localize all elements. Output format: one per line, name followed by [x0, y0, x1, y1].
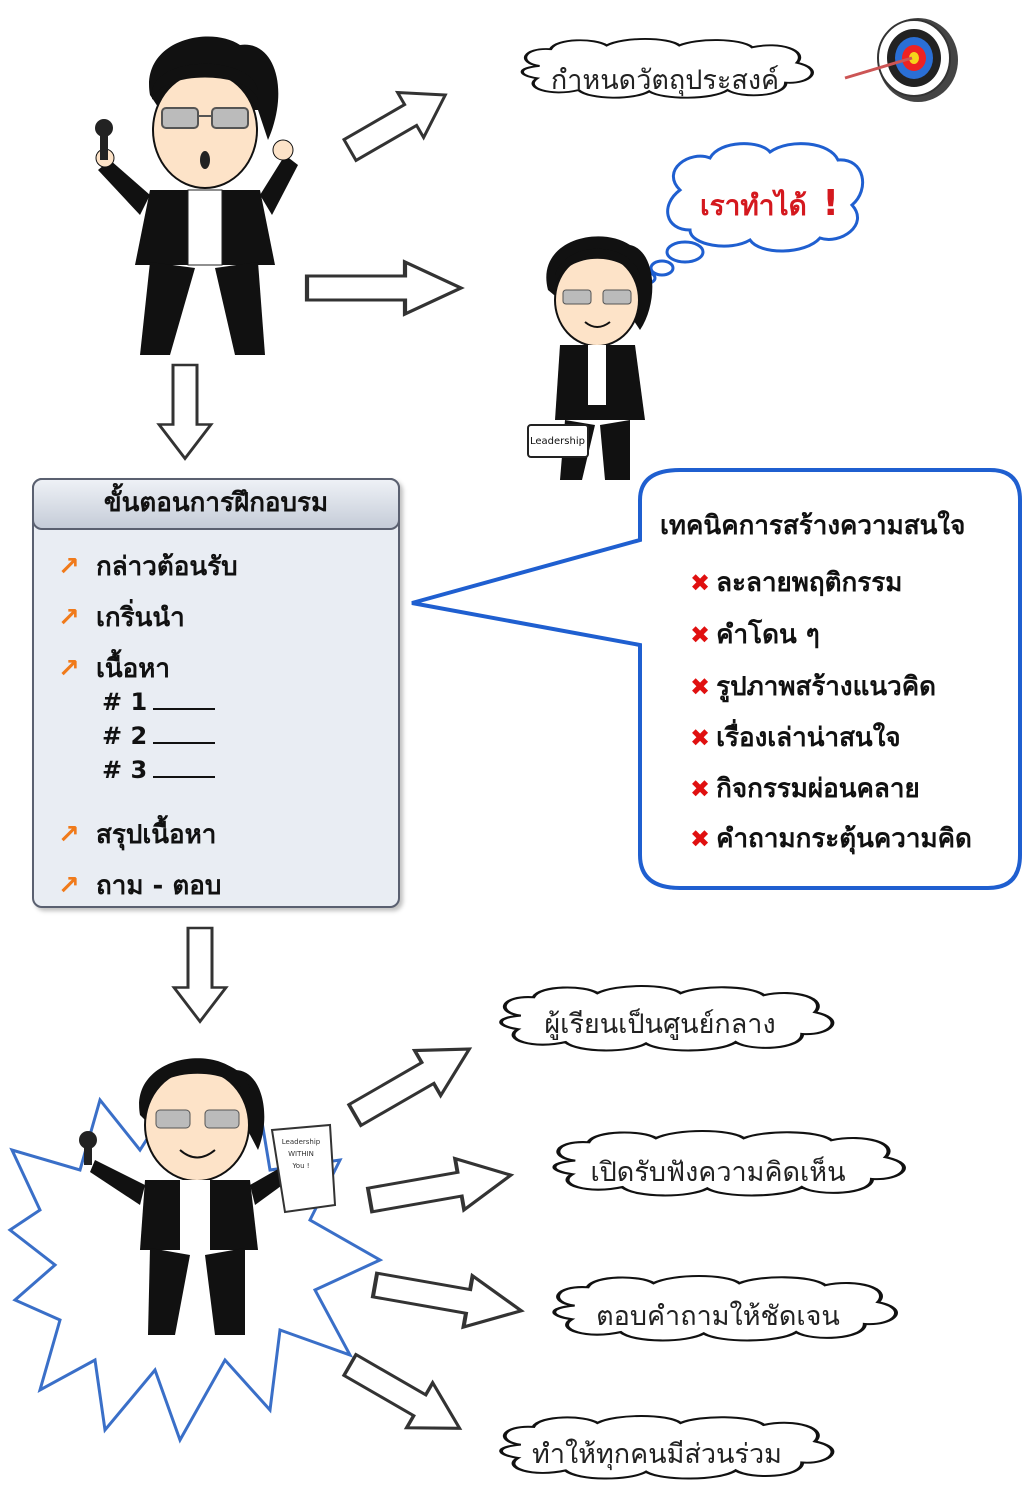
thought-text: เราทำได้ ! — [700, 183, 839, 228]
arrow-up-right-icon: ↗ — [58, 603, 80, 633]
techniques-callout-shape — [411, 468, 1022, 890]
training-panel-title: ขั้นตอนการฝึกอบรม — [32, 478, 400, 530]
step-item: ↗ถาม - ตอบ — [58, 871, 222, 901]
technique-item: ✖รูปภาพสร้างแนวคิด — [690, 672, 936, 702]
paper-label-line-1: Leadership — [281, 1138, 321, 1146]
training-steps-panel: ขั้นตอนการฝึกอบรม ↗กล่าวต้อนรับ ↗เกริ่นน… — [32, 478, 400, 908]
star-icon: ✖ — [690, 673, 711, 701]
arrow-up-right-icon: ↗ — [58, 871, 80, 901]
presenter-bottom-figure — [79, 1058, 337, 1335]
book-label: Leadership — [530, 436, 585, 447]
arrow-down-1 — [157, 363, 213, 460]
technique-item: ✖คำโดน ๆ — [690, 620, 820, 650]
technique-item: ✖เรื่องเล่าน่าสนใจ — [690, 723, 901, 753]
techniques-title: เทคนิคการสร้างความสนใจ — [660, 511, 966, 541]
paper-label-line-2: WITHIN — [288, 1150, 314, 1158]
star-icon: ✖ — [690, 775, 711, 803]
arrow-to-goal — [335, 70, 460, 175]
arrow-outcome-3 — [370, 1259, 525, 1336]
outcome-cloud-text-3: ตอบคำถามให้ชัดเจน — [596, 1301, 840, 1332]
thought-cloud-shape — [639, 142, 865, 285]
arrow-down-2 — [172, 926, 228, 1023]
outcome-cloud-text-2: เปิดรับฟังความคิดเห็น — [590, 1157, 846, 1188]
presenter-top-figure — [95, 36, 298, 355]
outcome-cloud-text-1: ผู้เรียนเป็นศูนย์กลาง — [544, 1009, 776, 1040]
step-item: ↗กล่าวต้อนรับ — [58, 552, 238, 582]
content-subitem: # 1 — [102, 688, 216, 716]
content-subitem: # 3 — [102, 756, 216, 784]
goal-cloud-text: กำหนดวัตถุประสงค์ — [550, 65, 780, 96]
star-icon: ✖ — [690, 724, 711, 752]
arrow-up-right-icon: ↗ — [58, 654, 80, 684]
star-icon: ✖ — [690, 569, 711, 597]
arrow-outcome-2 — [363, 1147, 518, 1228]
arrow-up-right-icon: ↗ — [58, 820, 80, 850]
paper-icon — [270, 1123, 337, 1214]
step-item: ↗เกริ่นนำ — [58, 603, 185, 633]
outcome-cloud-text-4: ทำให้ทุกคนมีส่วนร่วม — [532, 1439, 782, 1470]
step-item: ↗เนื้อหา — [58, 654, 171, 684]
content-subitem: # 2 — [102, 722, 216, 750]
arrow-outcome-1 — [340, 1024, 485, 1140]
thought-exclaim: ! — [822, 183, 839, 224]
arrow-outcome-4 — [335, 1340, 475, 1453]
presenter-confident-figure — [527, 236, 653, 480]
step-item: ↗สรุปเนื้อหา — [58, 820, 217, 850]
paper-label-line-3: You ! — [292, 1162, 310, 1170]
star-icon: ✖ — [690, 621, 711, 649]
technique-item: ✖ละลายพฤติกรรม — [690, 568, 903, 598]
technique-item: ✖คำถามกระตุ้นความคิด — [690, 824, 972, 854]
arrow-up-right-icon: ↗ — [58, 552, 80, 582]
technique-item: ✖กิจกรรมผ่อนคลาย — [690, 774, 920, 804]
star-icon: ✖ — [690, 825, 711, 853]
paper-label: Leadership WITHIN You ! — [276, 1136, 326, 1172]
arrow-to-confident — [307, 262, 461, 314]
thought-text-main: เราทำได้ — [700, 189, 807, 222]
target-icon — [844, 18, 958, 102]
book-icon — [527, 424, 589, 458]
